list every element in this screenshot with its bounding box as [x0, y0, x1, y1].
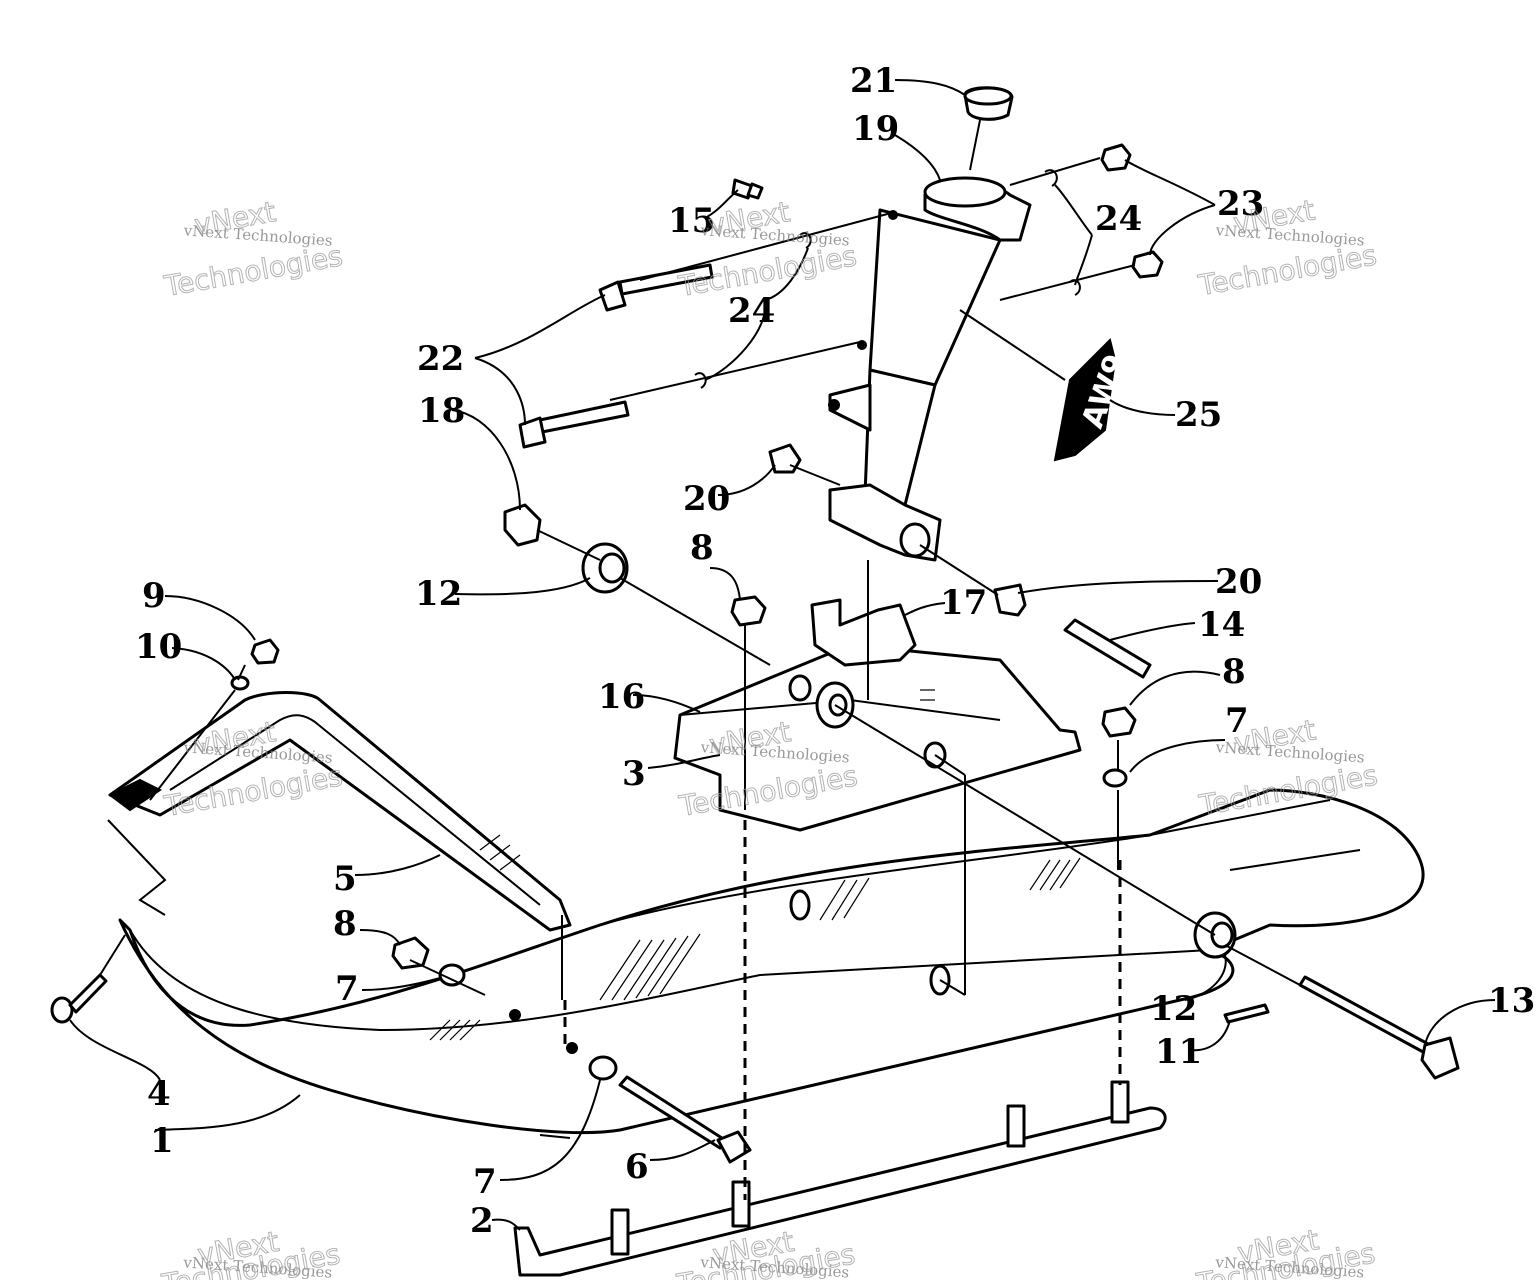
callout-23: 23 [1217, 184, 1264, 224]
callout-9: 9 [142, 576, 166, 616]
callout-17: 17 [940, 583, 987, 623]
callout-3: 3 [622, 754, 646, 794]
cap-part-18 [503, 503, 542, 547]
callout-11: 11 [1155, 1032, 1202, 1072]
grommet-part-12-upper [581, 542, 629, 594]
callout-22: 22 [417, 339, 464, 379]
callout-numbers: 1 2 3 4 5 6 7 7 7 8 8 8 9 10 11 12 12 13… [135, 61, 1535, 1241]
decal-part-25: AW9 [1053, 338, 1134, 462]
callout-20-right: 20 [1215, 562, 1262, 602]
callout-19: 19 [852, 109, 899, 149]
spindle-assembly [828, 176, 1032, 562]
nut-part-8-right [1101, 706, 1137, 738]
callout-5: 5 [333, 859, 357, 899]
bushing-part-20-lower [993, 583, 1027, 617]
callout-10: 10 [135, 627, 182, 667]
callout-8-lower: 8 [333, 904, 357, 944]
fitting-part-15 [731, 178, 764, 200]
callout-8-right: 8 [1222, 652, 1246, 692]
callout-20-upper: 20 [683, 479, 730, 519]
callout-2: 2 [470, 1201, 494, 1241]
callout-16: 16 [598, 677, 645, 717]
callout-24-right: 24 [1095, 199, 1142, 239]
cap-part-21 [963, 86, 1014, 121]
callout-21: 21 [850, 61, 897, 101]
callout-1: 1 [150, 1121, 174, 1161]
nut-part-23-lower [1131, 250, 1164, 279]
spring-arm-part-5 [108, 691, 572, 932]
sleeve-part-14 [1063, 618, 1152, 679]
bolt-part-22-upper [598, 263, 714, 312]
lockwasher-part-24-d [694, 372, 707, 389]
callout-13: 13 [1488, 981, 1535, 1021]
bolt-part-13 [1298, 975, 1460, 1080]
stopper-pad-part-17 [810, 598, 917, 667]
callout-15: 15 [668, 201, 715, 241]
ski-saddle [673, 643, 1082, 832]
watermark-small-6: vNext Technologies [1214, 738, 1365, 766]
bolt-part-6 [618, 1075, 752, 1164]
watermark-big-2: Technologies [161, 239, 345, 303]
ski-body [118, 788, 1425, 1139]
leader-lines [69, 79, 1496, 1231]
pin-part-11 [1223, 1003, 1270, 1024]
lockwasher-part-24-c [799, 232, 812, 249]
bolt-part-4 [50, 973, 108, 1024]
watermark-small-3: vNext Technologies [1214, 221, 1365, 249]
callout-6: 6 [625, 1147, 649, 1187]
watermark-small-2: vNext Technologies [699, 221, 850, 249]
callout-18: 18 [418, 391, 465, 431]
nut-part-8-upper [730, 595, 767, 627]
washer-part-7-right [1102, 768, 1128, 788]
callout-14: 14 [1198, 605, 1245, 645]
lockwasher-part-24-a [1044, 169, 1058, 187]
callout-4: 4 [147, 1074, 171, 1114]
ski-runner [513, 1080, 1167, 1277]
callout-25: 25 [1175, 395, 1222, 435]
nut-part-23-upper [1100, 143, 1132, 172]
callout-7-center: 7 [335, 969, 359, 1009]
nut-part-9 [250, 638, 280, 665]
callout-7-lower: 7 [473, 1162, 497, 1202]
callout-12-upper: 12 [415, 574, 462, 614]
callout-7-right: 7 [1225, 701, 1249, 741]
callout-24-left: 24 [728, 291, 775, 331]
watermark-small-1: vNext Technologies [182, 221, 333, 249]
callout-8-upper: 8 [690, 528, 714, 568]
assembly-lines [99, 119, 1301, 1200]
callout-12-lower: 12 [1150, 989, 1197, 1029]
washer-part-7-lower [588, 1055, 618, 1081]
bolt-part-22-lower [518, 400, 630, 449]
ski-hatching [429, 857, 1081, 1041]
